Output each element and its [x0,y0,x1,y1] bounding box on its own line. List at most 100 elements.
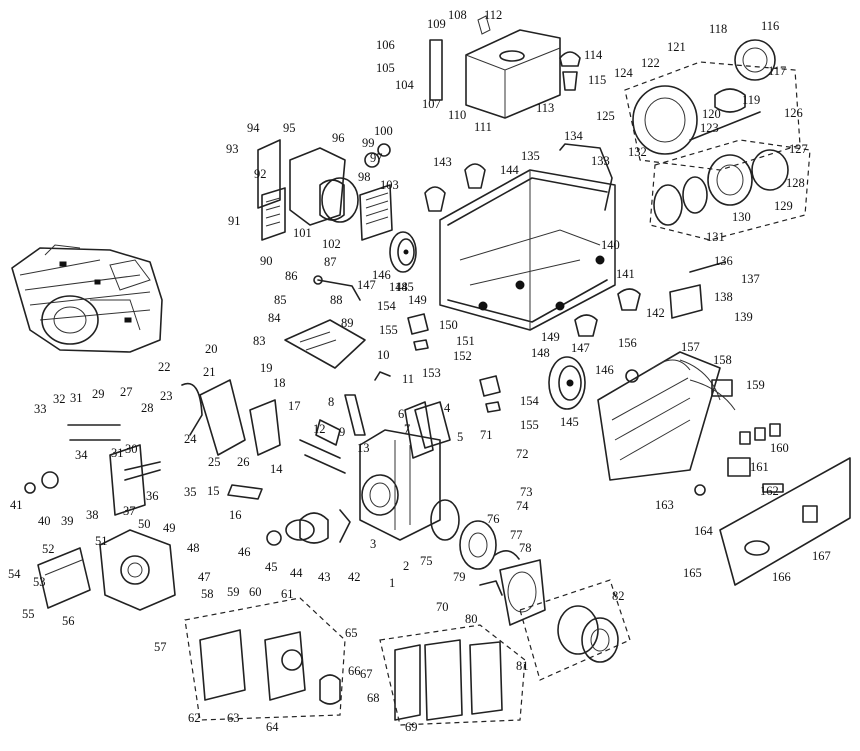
callout-120: 120 [702,107,721,121]
callout-117: 117 [768,64,786,78]
callout-105: 105 [376,61,395,75]
callout-55: 55 [22,607,35,621]
callout-140: 140 [601,238,620,252]
callout-86: 86 [285,269,298,283]
callout-131: 131 [706,230,725,244]
callout-68: 68 [367,691,380,705]
callout-150: 150 [439,318,458,332]
carburetor-group-illustration [184,597,346,721]
callout-138: 138 [714,290,733,304]
callout-15: 15 [207,484,220,498]
callout-123: 123 [700,121,719,135]
callout-116: 116 [761,19,779,33]
assembled-engine-illustration [11,244,163,353]
callout-102: 102 [322,237,341,251]
callout-73: 73 [520,485,533,499]
callout-101: 101 [293,226,312,240]
callout-78: 78 [519,541,532,555]
callout-139: 139 [734,310,753,324]
callout-45: 45 [265,560,278,574]
callout-165: 165 [683,566,702,580]
callout-152: 152 [453,349,472,363]
flywheel-illustration [430,499,520,570]
callout-126: 126 [784,106,803,120]
callout-7: 7 [404,422,410,436]
air-filter-illustration [257,139,393,241]
callout-21: 21 [203,365,216,379]
fuel-tank-illustration [465,15,561,119]
callout-129: 129 [774,199,793,213]
callout-66: 66 [348,664,361,678]
callout-84: 84 [268,311,281,325]
callout-127: 127 [789,142,808,156]
callout-81: 81 [516,659,529,673]
callout-12: 12 [313,422,326,436]
callout-16: 16 [229,508,242,522]
air-cleaner-group-illustration [379,624,526,726]
wheel-left-illustration [389,231,417,273]
callout-25: 25 [208,455,221,469]
callout-4: 4 [444,401,451,415]
callout-119: 119 [742,93,760,107]
callout-74: 74 [516,499,529,513]
callout-32: 32 [53,392,66,406]
callout-18: 18 [273,376,286,390]
callout-41: 41 [10,498,23,512]
frame-illustration [439,169,616,331]
callout-72: 72 [516,447,529,461]
muffler-illustration [37,547,91,609]
fuel-cap-114 [559,51,581,67]
callout-79: 79 [453,570,466,584]
callout-89: 89 [341,316,354,330]
generator-rear-cover-illustration [624,39,801,171]
callout-71: 71 [480,428,493,442]
callout-46: 46 [238,545,251,559]
callout-42: 42 [348,570,361,584]
front-panel-illustration [719,457,851,586]
callout-69: 69 [405,720,418,734]
callout-132: 132 [628,145,647,159]
callout-156: 156 [618,336,637,350]
callout-114: 114 [584,48,603,62]
callout-159: 159 [746,378,765,392]
callout-103: 103 [380,178,399,192]
callout-154: 154 [520,394,540,408]
callout-62: 62 [188,711,201,725]
fuel-valve-illustration [284,275,366,369]
callout-157: 157 [681,340,700,354]
part-illustrations [11,15,851,726]
callout-11: 11 [402,372,414,386]
callout-36: 36 [146,489,159,503]
callout-65: 65 [345,626,358,640]
callout-38: 38 [86,508,99,522]
callout-142: 142 [646,306,665,320]
callout-40: 40 [38,514,51,528]
callout-155: 155 [379,323,398,337]
callout-67: 67 [360,667,373,681]
callout-88: 88 [330,293,343,307]
control-panel-illustration [597,351,781,496]
callout-37: 37 [123,504,136,518]
callout-99: 99 [362,136,375,150]
callout-91: 91 [228,214,241,228]
callout-96: 96 [332,131,345,145]
callout-numbers: 1234567891011121314151617181920212223242… [8,8,831,734]
crankcase-illustration [359,401,441,541]
callout-145: 145 [395,280,414,294]
callout-160: 160 [770,441,789,455]
callout-27: 27 [120,385,133,399]
callout-59: 59 [227,585,240,599]
fan-shroud-illustration [479,559,546,626]
callout-77: 77 [510,528,523,542]
callout-56: 56 [62,614,75,628]
callout-112: 112 [484,8,502,22]
callout-51: 51 [95,534,108,548]
callout-24: 24 [184,432,197,446]
callout-145: 145 [560,415,579,429]
callout-121: 121 [667,40,686,54]
callout-31: 31 [70,391,83,405]
recoil-starter-illustration [519,579,631,681]
callout-9: 9 [339,425,345,439]
callout-60: 60 [249,585,262,599]
wheel-right-illustration [548,356,586,410]
